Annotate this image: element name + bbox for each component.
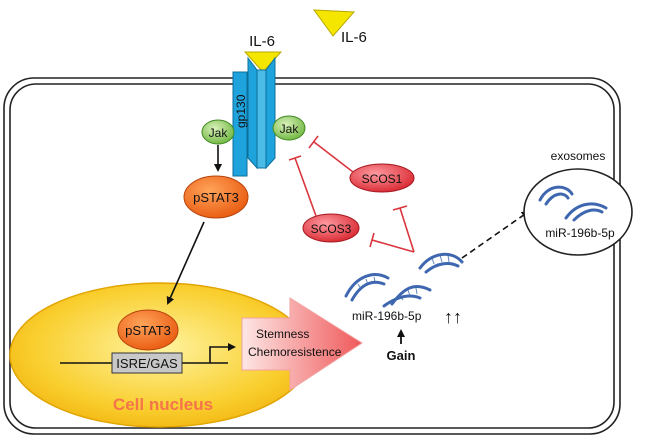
cell-membrane-inner xyxy=(9,83,615,429)
jak-left-label: Jak xyxy=(209,126,229,140)
gain-label: Gain xyxy=(387,348,416,363)
exosome xyxy=(523,168,633,256)
mirna-up-arrows: ↑↑ xyxy=(444,307,462,327)
secretion-arrow xyxy=(461,210,530,259)
exosome-mirna xyxy=(538,185,608,222)
pstat3-to-nucleus-arrow xyxy=(166,221,205,305)
socs1 xyxy=(349,163,415,193)
mirna-inhibits-socs1 xyxy=(392,205,415,253)
socs1-label: SCOS1 xyxy=(362,172,403,186)
cell-membrane-outer xyxy=(3,77,621,435)
socs3-label: SCOS3 xyxy=(311,222,352,236)
jak-left xyxy=(201,119,235,145)
gp130-receptor xyxy=(232,56,276,177)
il6-bound-label: IL-6 xyxy=(249,33,275,50)
socs3-inhibits-jak xyxy=(288,155,317,217)
jak-right xyxy=(272,115,306,141)
outcome-line1: Stemness xyxy=(256,327,309,341)
mirna-label: miR-196b-5p xyxy=(352,309,422,323)
mirna-hairpins xyxy=(344,252,464,308)
nucleus-title: Cell nucleus xyxy=(113,395,213,414)
pstat3-cytoplasm xyxy=(183,175,249,219)
il6-free-triangle xyxy=(312,9,356,37)
gp130-label: gp130 xyxy=(234,94,248,128)
mirna-inhibits-socs3 xyxy=(369,232,415,253)
outcome-arrow xyxy=(241,297,363,391)
mirna-hairpin-rungs xyxy=(357,254,450,301)
socs3 xyxy=(302,213,360,243)
promoter-box xyxy=(111,352,183,374)
outcome-line2: Chemoresistence xyxy=(248,345,342,359)
promoter-label: ISRE/GAS xyxy=(116,356,178,371)
il6-free-label: IL-6 xyxy=(341,29,367,46)
exosome-title: exosomes xyxy=(551,149,606,163)
exosome-mirna-label: miR-196b-5p xyxy=(545,226,615,240)
pstat3-nucleus-label: pSTAT3 xyxy=(125,323,171,338)
pstat3-nucleus xyxy=(117,309,179,351)
jak-right-label: Jak xyxy=(280,122,300,136)
pstat3-cytoplasm-label: pSTAT3 xyxy=(193,190,239,205)
socs1-inhibits-jak xyxy=(308,135,354,173)
transcription-arrow xyxy=(209,343,236,363)
